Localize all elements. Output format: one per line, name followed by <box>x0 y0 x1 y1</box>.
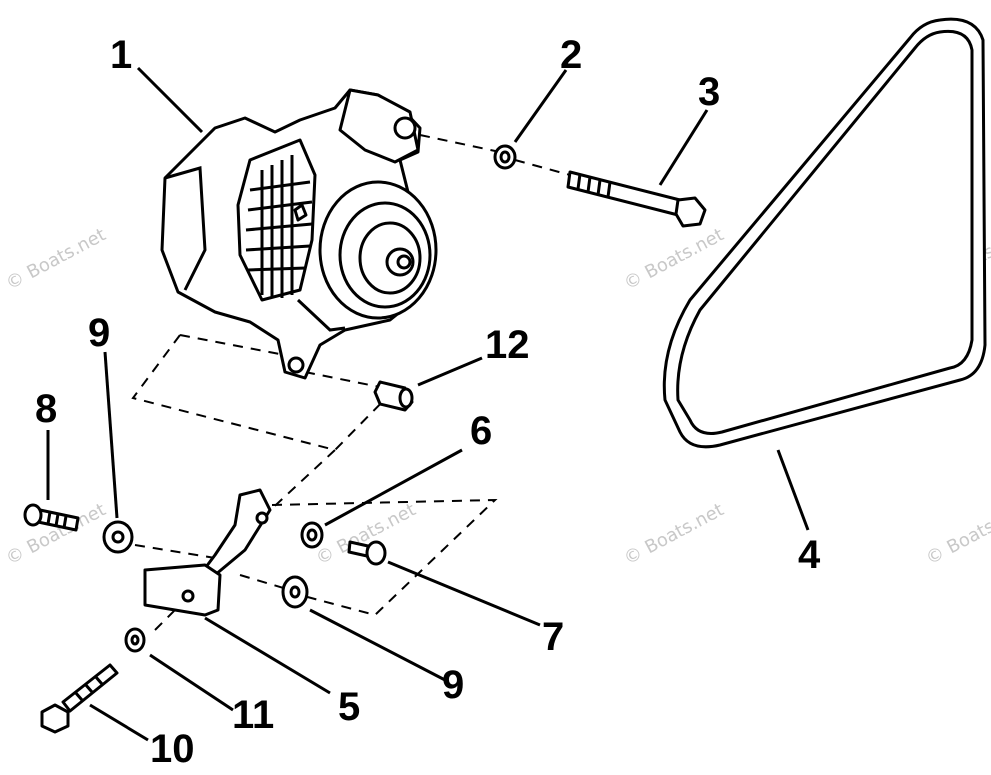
watermark: © Boats.net <box>2 224 109 294</box>
bolt-3 <box>566 170 707 228</box>
callout-1: 1 <box>110 33 132 77</box>
callout-3: 3 <box>698 70 720 114</box>
screw-7 <box>347 540 387 566</box>
bracket-5 <box>143 488 272 617</box>
washer-6 <box>300 521 324 549</box>
bolt-10 <box>40 663 119 734</box>
leader-lines <box>46 66 810 742</box>
callout-8: 8 <box>35 387 57 431</box>
watermark: © Boats.net <box>312 499 419 569</box>
callout-6: 6 <box>470 409 492 453</box>
callout-2: 2 <box>560 33 582 77</box>
spacer-12 <box>373 380 414 412</box>
washer-9-left <box>102 520 134 554</box>
callout-9-top: 9 <box>88 311 110 355</box>
washer-2 <box>493 144 517 170</box>
callout-11: 11 <box>232 693 274 737</box>
watermark: © Boats.net <box>922 499 991 569</box>
callout-12: 12 <box>485 323 530 367</box>
callout-4: 4 <box>798 533 821 577</box>
watermark: © Boats.net <box>620 499 727 569</box>
callout-5: 5 <box>338 685 360 729</box>
assembly-guides <box>131 134 571 631</box>
belt <box>662 17 987 449</box>
washer-11 <box>124 627 146 653</box>
screw-8 <box>23 503 80 532</box>
watermark: © Boats.net <box>2 499 109 569</box>
callout-labels: 1 2 3 4 5 6 7 8 9 9 10 11 12 <box>35 33 821 771</box>
callout-9-bottom: 9 <box>442 663 464 707</box>
alternator <box>160 88 438 380</box>
washer-9-right <box>281 575 309 609</box>
callout-7: 7 <box>542 615 564 659</box>
callout-10: 10 <box>150 727 195 771</box>
